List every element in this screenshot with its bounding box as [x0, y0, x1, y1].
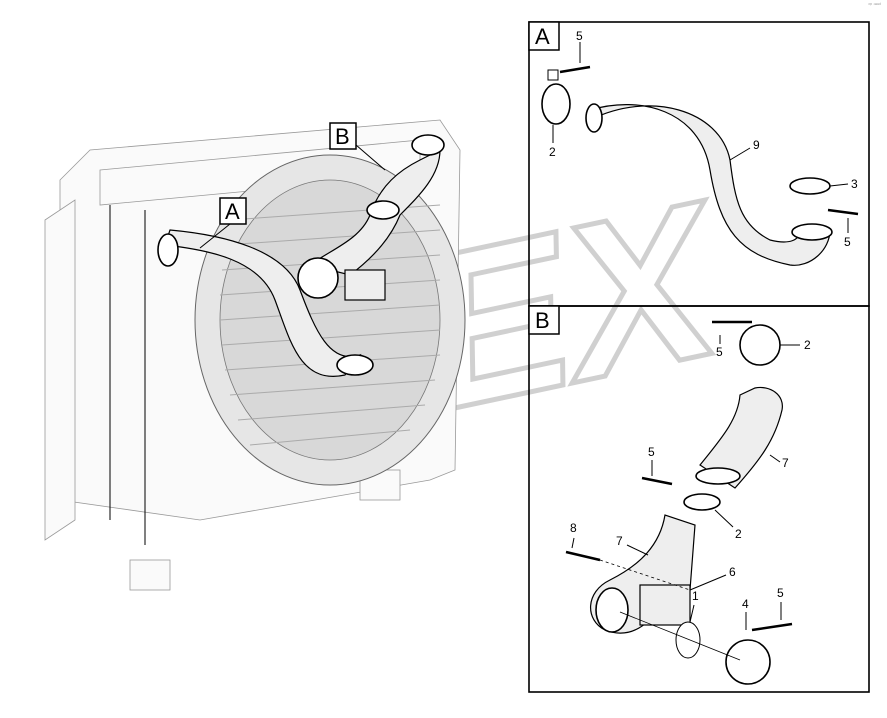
detail-b-bolt-8 [565, 550, 601, 562]
detail-b-panel: B 5 2 7 5 2 [528, 305, 870, 693]
detail-b-label-clamp-top: 2 [804, 338, 811, 352]
detail-a-panel: A 5 2 9 3 5 [528, 21, 870, 307]
detail-a-label-clamp-left: 2 [549, 145, 556, 159]
detail-b-bolt-bottom [751, 622, 793, 632]
detail-b-label-hose-upper: 7 [782, 456, 789, 470]
detail-a-title: A [535, 24, 550, 49]
detail-b-bracket-6 [639, 584, 691, 626]
callout-b-label: B [335, 124, 350, 149]
detail-a-bolt-top [559, 65, 591, 74]
detail-a-label-clamp-right: 3 [851, 177, 858, 191]
main-view: A B [44, 119, 466, 591]
detail-a-clamp-2 [541, 83, 571, 125]
detail-b-label-bolt-left: 8 [570, 521, 577, 535]
detail-b-clamp-top [739, 324, 781, 366]
detail-b-bolt-mid [641, 476, 673, 486]
callout-a: A [199, 197, 247, 249]
detail-b-label-bolt-top: 5 [716, 345, 723, 359]
detail-b-label-hose-lower: 7 [616, 534, 623, 548]
fan-shroud [194, 154, 466, 486]
detail-b-gasket-1 [675, 621, 701, 659]
corner-mark: ᵒᵖ ⁿᵉᵉᵈ [868, 2, 881, 8]
main-hose-b [297, 134, 445, 301]
detail-b-label-clamp-mid: 2 [735, 527, 742, 541]
detail-b-clamp-4 [725, 639, 771, 685]
callout-a-label: A [225, 199, 240, 224]
detail-b-hose-lower-end [595, 587, 629, 633]
detail-a-label-bolt-right: 5 [844, 235, 851, 249]
detail-a-label-hose: 9 [753, 138, 760, 152]
detail-a-hose-end-left [585, 103, 603, 133]
detail-b-hose-upper-end [695, 467, 741, 485]
detail-a-bolt-right [827, 208, 859, 216]
detail-a-label-bolt-top: 5 [576, 29, 583, 43]
detail-b-label-bolt-mid: 5 [648, 445, 655, 459]
main-hose-a [157, 229, 374, 377]
detail-b-label-bracket: 6 [729, 565, 736, 579]
detail-b-label-clamp-bottom: 4 [742, 597, 749, 611]
detail-b-label-bolt-bottom: 5 [777, 586, 784, 600]
detail-b-title: B [535, 308, 550, 333]
detail-b-hose-upper [699, 386, 783, 489]
detail-b-clamp-mid [683, 493, 721, 511]
callout-b: B [329, 122, 386, 171]
detail-a-clamp-3 [789, 177, 831, 195]
detail-a-hose-end-right [791, 223, 833, 241]
detail-b-label-gasket: 1 [692, 589, 699, 603]
